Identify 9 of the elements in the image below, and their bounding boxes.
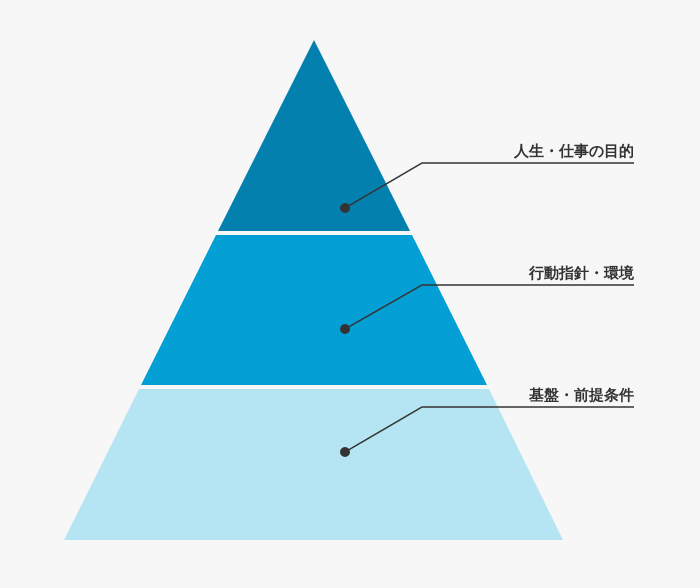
pyramid-tier [64,389,563,540]
pyramid-tier [141,235,487,385]
leader-line [340,284,634,334]
tier-label: 人生・仕事の目的 [422,141,634,161]
leader-line [340,406,634,457]
pyramid-tier [218,40,410,231]
tier-label: 基盤・前提条件 [422,385,634,405]
leader-line [340,162,634,213]
tier-label: 行動指針・環境 [422,263,634,283]
